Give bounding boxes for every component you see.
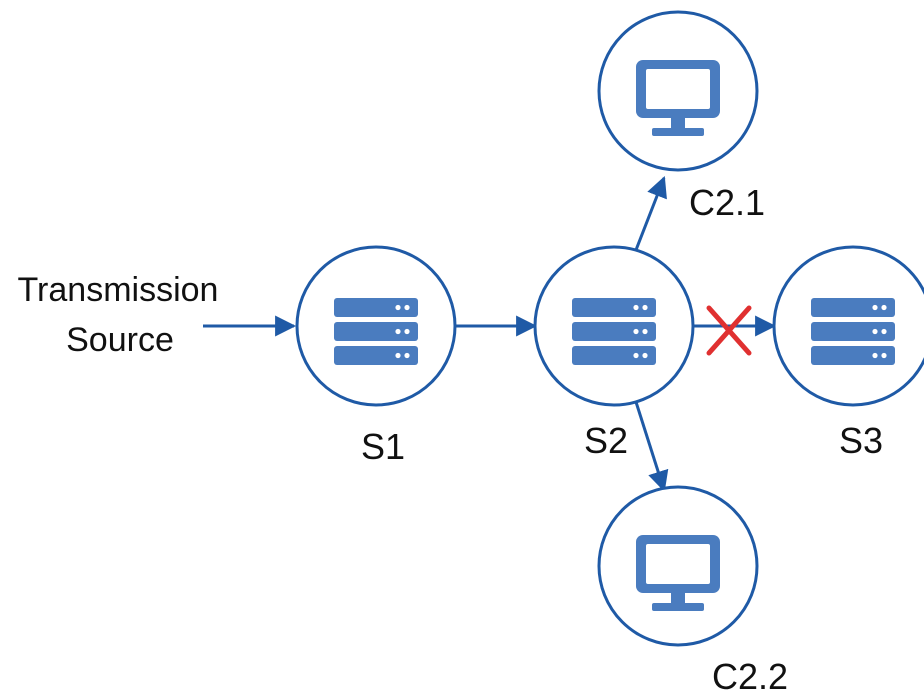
server-icon <box>334 298 418 365</box>
source-label-line2: Source <box>66 321 174 359</box>
edge-s2-to-c22 <box>634 401 669 493</box>
node-c21-label: C2.1 <box>689 182 765 223</box>
blocked-cross-icon <box>706 305 752 356</box>
node-c22 <box>597 485 759 647</box>
node-s3-label: S3 <box>839 420 883 461</box>
server-icon <box>811 298 895 365</box>
source-label-line1: Transmission <box>18 271 219 309</box>
node-s2-label: S2 <box>584 420 628 461</box>
node-s2 <box>533 245 695 407</box>
server-icon <box>572 298 656 365</box>
node-s1-label: S1 <box>361 426 405 467</box>
node-c21 <box>597 10 759 172</box>
node-c22-label: C2.2 <box>712 656 788 694</box>
edge-s2-to-c21 <box>634 176 667 251</box>
node-s1 <box>295 245 457 407</box>
node-s3 <box>772 245 924 407</box>
